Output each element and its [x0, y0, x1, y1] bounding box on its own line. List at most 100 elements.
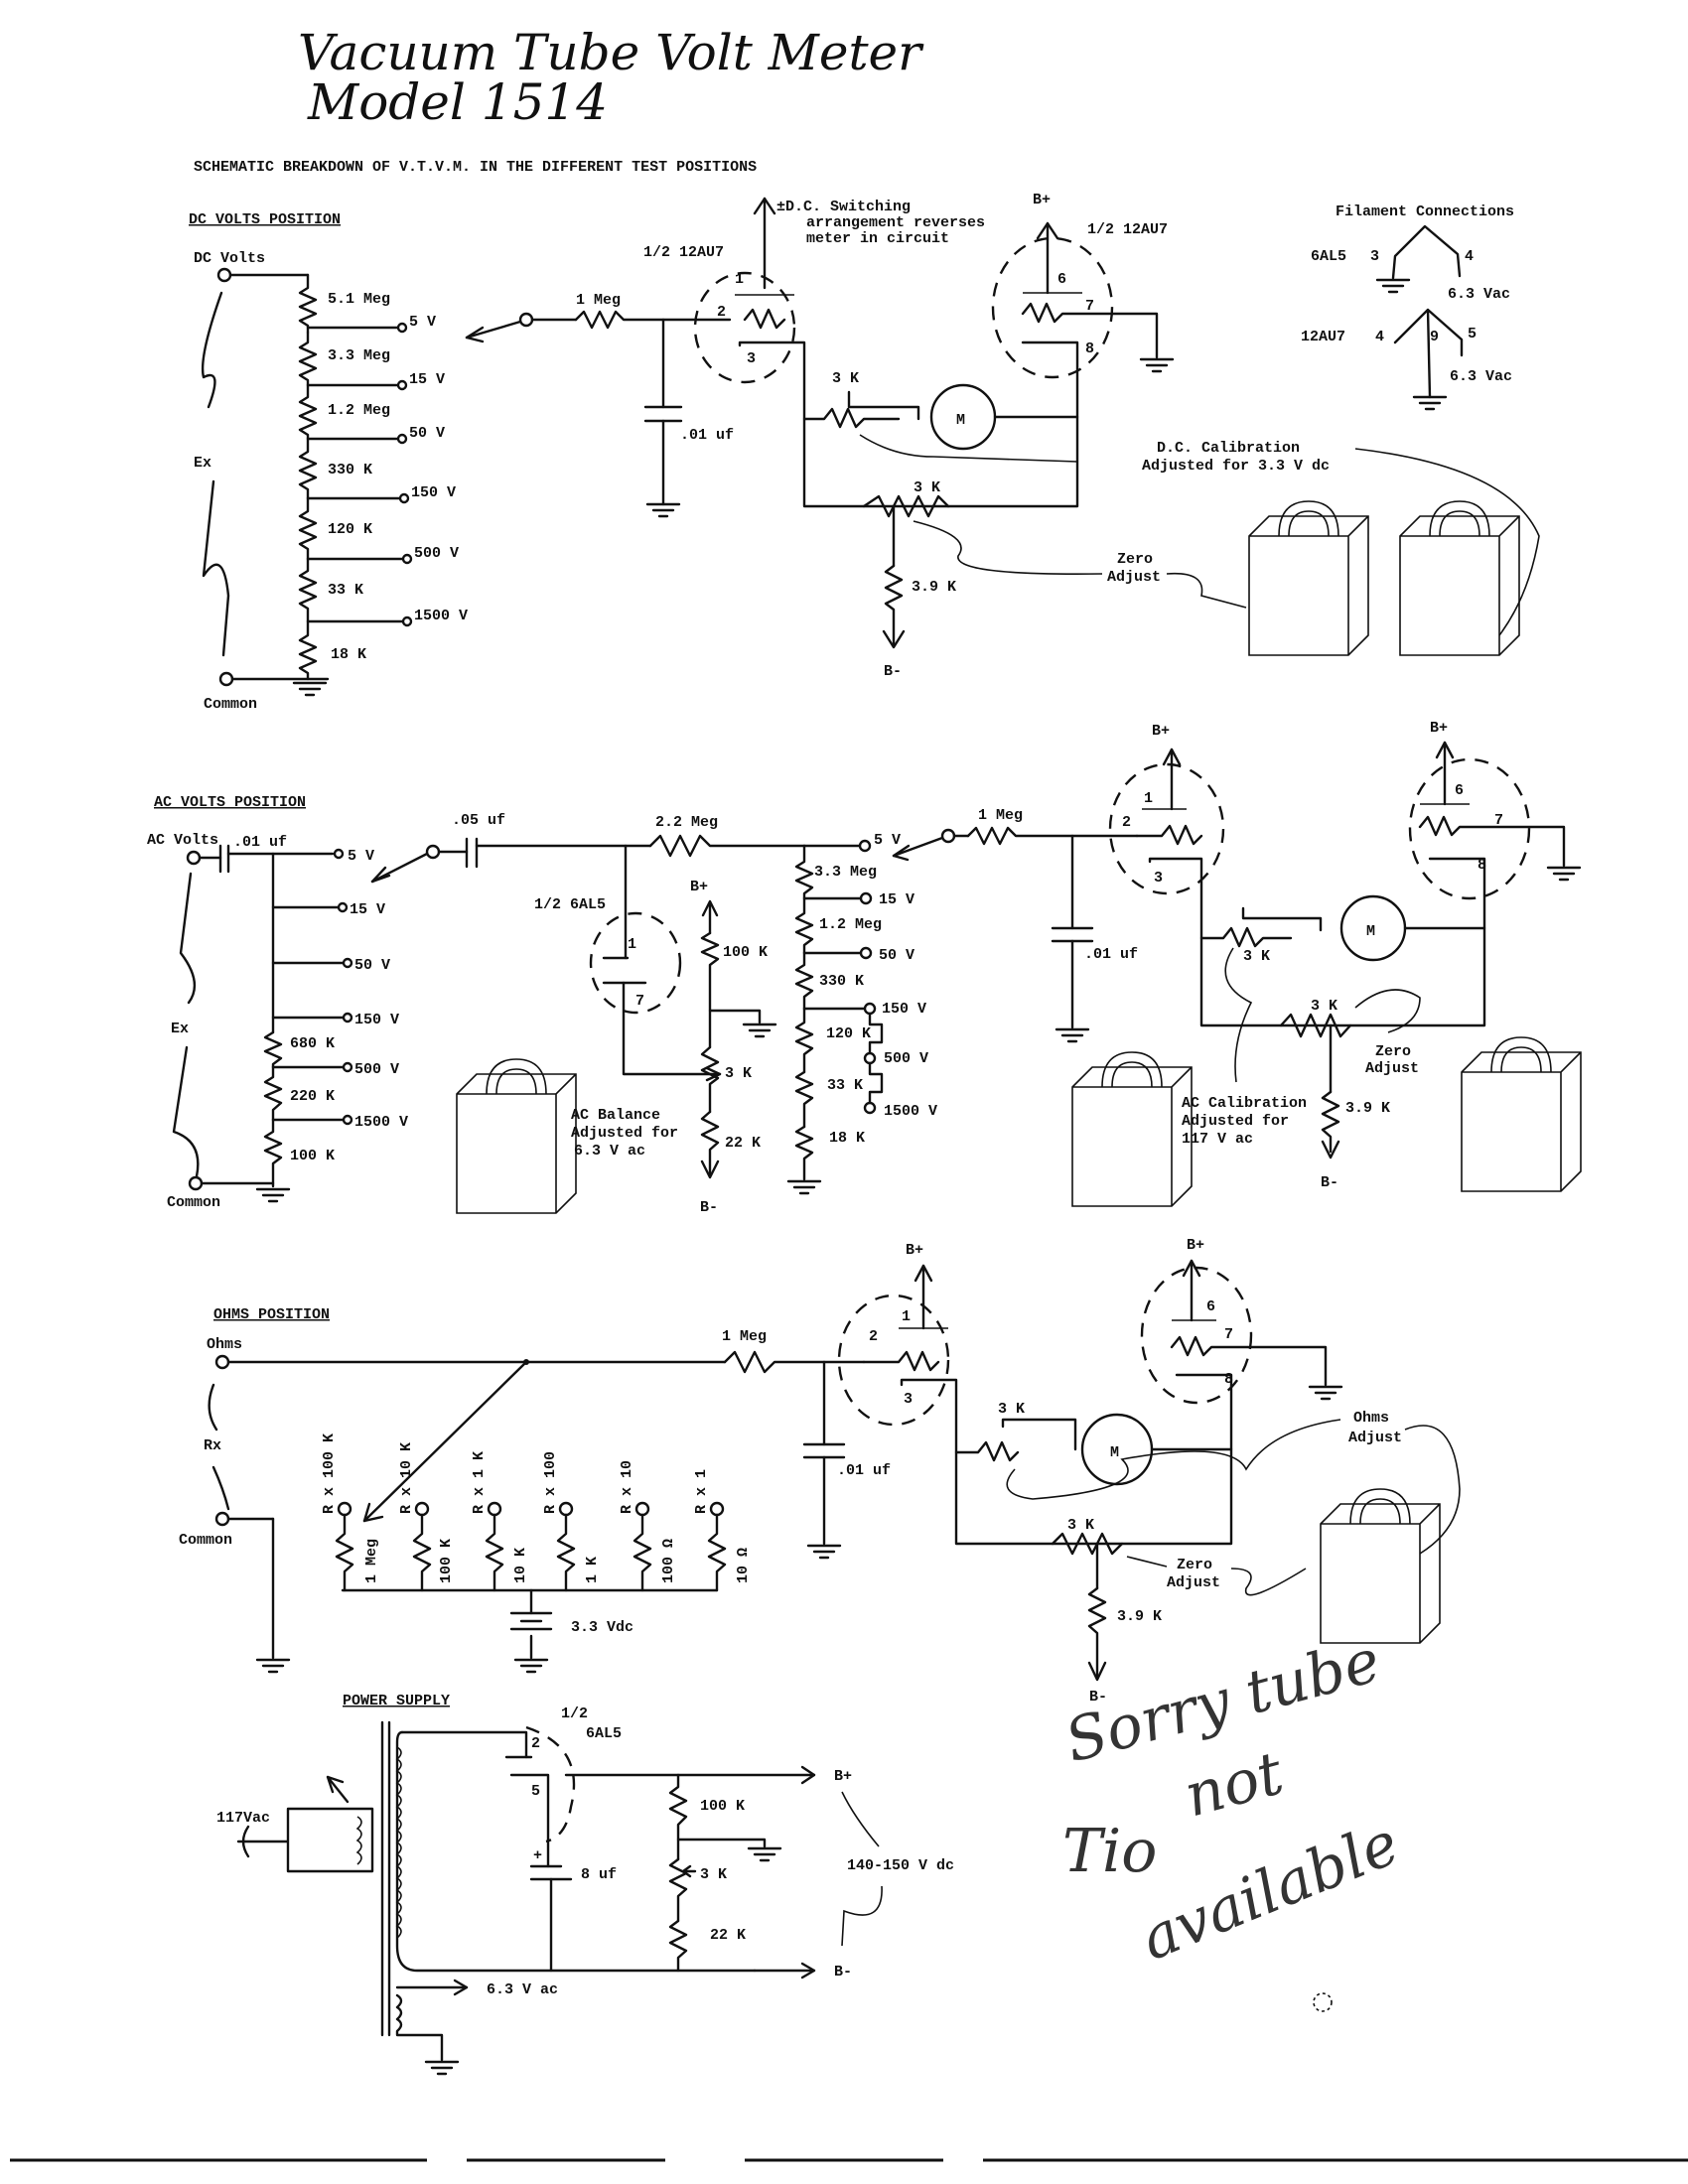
- dc-input-label: DC Volts: [194, 250, 265, 267]
- note-line: available: [1131, 1809, 1408, 1975]
- dc-switch-note: meter in circuit: [806, 230, 949, 247]
- pin-label: 7: [635, 993, 644, 1010]
- pin-label: 8: [1224, 1371, 1233, 1388]
- ac-div2-res-label: 120 K: [826, 1025, 871, 1042]
- pin-label: 1: [902, 1308, 911, 1325]
- ac-tap-label: 5 V: [348, 848, 374, 865]
- pin-label: 4: [1375, 329, 1384, 345]
- ac-res-label: 680 K: [290, 1035, 335, 1052]
- pin-label: 7: [1085, 298, 1094, 315]
- ac-zero-note: Adjust: [1365, 1060, 1419, 1077]
- ac-cal-pot-label: 3 K: [1243, 948, 1270, 965]
- ohms-common-label: Common: [179, 1532, 232, 1549]
- bplus-label: B+: [906, 1242, 923, 1259]
- dc-cathode-res-label: 3.9 K: [912, 579, 956, 596]
- ac-tap-label: 500 V: [354, 1061, 399, 1078]
- bminus-label: B-: [884, 663, 902, 680]
- ohms-res-label: 100 K: [438, 1539, 455, 1583]
- ohms-range-label: R x 1 K: [471, 1451, 488, 1514]
- bminus-label: B-: [1089, 1689, 1107, 1706]
- ac-res-label: 220 K: [290, 1088, 335, 1105]
- bplus-label: B+: [1033, 192, 1051, 208]
- ac-div2-res-label: 3.3 Meg: [814, 864, 877, 881]
- ohms-tube-left: [837, 1294, 950, 1427]
- ac-grid-res-label: 1 Meg: [978, 807, 1023, 824]
- ac-div2-tap-label: 150 V: [882, 1001, 926, 1018]
- ohms-range-r6: R x 1 10 Ω: [693, 1469, 752, 1592]
- ac-ex-label: Ex: [171, 1021, 189, 1037]
- ohms-meter-label: M: [1110, 1444, 1119, 1461]
- bplus-label: B+: [1152, 723, 1170, 740]
- ohms-range-label: R x 100 K: [321, 1433, 338, 1514]
- dc-tube-left-label: 1/2 12AU7: [643, 244, 724, 261]
- bplus-label: B+: [690, 879, 708, 895]
- ohms-range-label: R x 10: [619, 1460, 635, 1514]
- ohms-range-label: R x 10 K: [398, 1442, 415, 1514]
- dc-cal-note: D.C. Calibration: [1157, 440, 1300, 457]
- ohms-res-label: 10 Ω: [735, 1548, 752, 1583]
- ac-div2-tap-label: 50 V: [879, 947, 914, 964]
- dc-cal-pot-label: 3 K: [832, 370, 859, 387]
- note-line: Tio: [1062, 1817, 1157, 1886]
- vtvm-meter-icon: [1248, 500, 1369, 656]
- dc-common-label: Common: [204, 696, 257, 713]
- ps-line-in-label: 117Vac: [216, 1810, 270, 1827]
- title-line1: Vacuum Tube Volt Meter: [298, 24, 924, 81]
- ac-div2-tap-label: 500 V: [884, 1050, 928, 1067]
- dc-input-terminal: [216, 267, 232, 283]
- dc-zero-note: Zero: [1117, 551, 1153, 568]
- pin-label: 7: [1224, 1326, 1233, 1343]
- dc-res-1: [298, 273, 318, 335]
- dc-tap-label: 500 V: [414, 545, 459, 562]
- note-line: not: [1178, 1738, 1291, 1831]
- ac-div2-res-label: 33 K: [827, 1077, 863, 1094]
- ohms-range-r4: R x 100 1 K: [542, 1451, 601, 1592]
- ohms-res-label: 1 Meg: [363, 1539, 380, 1583]
- ac-div2-res-label: 1.2 Meg: [819, 916, 882, 933]
- pin-label: 6: [1455, 782, 1464, 799]
- dc-switch-note: arrangement reverses: [806, 214, 985, 231]
- dc-tube-right: [991, 236, 1114, 379]
- dc-tap-label: 5 V: [409, 314, 436, 331]
- pin-label: 4: [1465, 248, 1474, 265]
- subtitle: SCHEMATIC BREAKDOWN OF V.T.V.M. IN THE D…: [194, 159, 757, 176]
- pin-label: 2: [1122, 814, 1131, 831]
- ohms-res-label: 1 K: [584, 1557, 601, 1583]
- dc-grid-cap-label: .01 uf: [680, 427, 734, 444]
- dc-tap-label: 50 V: [409, 425, 445, 442]
- ac-div2-tap-label: 15 V: [879, 891, 914, 908]
- ohms-range-r3: R x 1 K 10 K: [471, 1451, 529, 1592]
- vtvm-meter-icon: [1461, 1036, 1582, 1192]
- bplus-label: B+: [1187, 1237, 1204, 1254]
- ohms-res-label: 100 Ω: [660, 1539, 677, 1583]
- filament-heading: Filament Connections: [1336, 204, 1514, 220]
- ac-bal-note: 6.3 V ac: [574, 1143, 645, 1160]
- pin-label: 6: [1057, 271, 1066, 288]
- ohms-grid-cap-label: .01 uf: [837, 1462, 891, 1479]
- pin-label: 2: [531, 1735, 540, 1752]
- dc-res-label: 18 K: [331, 646, 366, 663]
- pin-label: 7: [1494, 812, 1503, 829]
- ac-tap-label: 50 V: [354, 957, 390, 974]
- ac-coupling-cap-label: .05 uf: [452, 812, 505, 829]
- ac-plug-icon: [236, 1807, 374, 1873]
- ohms-input-label: Ohms: [207, 1336, 242, 1353]
- ac-tube-right: [1408, 757, 1531, 900]
- dc-res-label: 1.2 Meg: [328, 402, 390, 419]
- ac-div2-res-label: 330 K: [819, 973, 864, 990]
- ohms-tube-right: [1140, 1266, 1253, 1405]
- dc-tube-right-label: 1/2 12AU7: [1087, 221, 1168, 238]
- filament-voltage: 6.3 Vac: [1448, 286, 1510, 303]
- ac-div2-tap-label: 1500 V: [884, 1103, 937, 1120]
- ohms-cathode-res-label: 3.9 K: [1117, 1608, 1162, 1625]
- ink-mark: [1313, 1992, 1333, 2012]
- bplus-label: B+: [1430, 720, 1448, 737]
- dc-zero-pot-label: 3 K: [914, 479, 940, 496]
- ps-output-label: 140-150 V dc: [847, 1857, 954, 1874]
- ohms-zero-pot-label: 3 K: [1067, 1517, 1094, 1534]
- pin-label: 2: [717, 304, 726, 321]
- ac-grid-cap-label: .01 uf: [1084, 946, 1138, 963]
- ac-cal-note: Adjusted for: [1182, 1113, 1289, 1130]
- pin-label: 3: [747, 350, 756, 367]
- pin-label: 9: [1430, 329, 1439, 345]
